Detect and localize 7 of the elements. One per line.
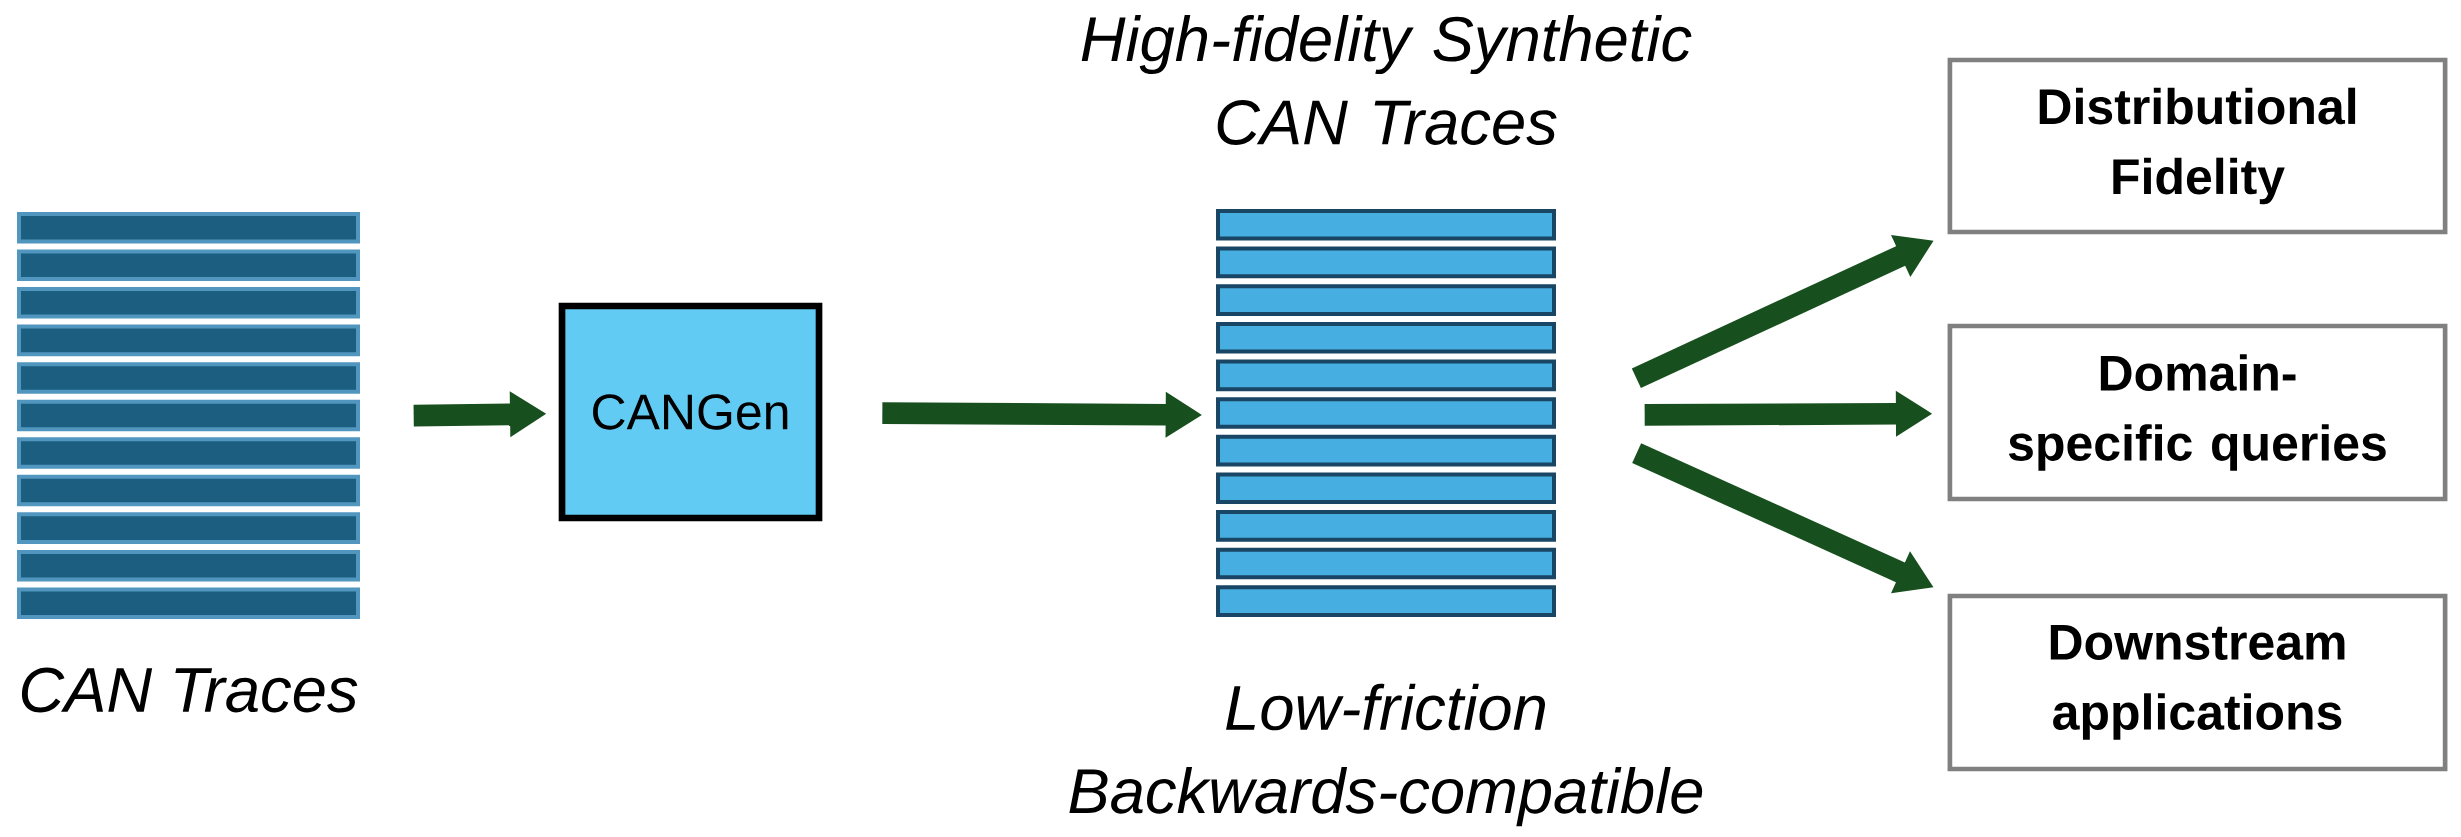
result-box: Distributional Fidelity	[1947, 57, 2448, 235]
result-box: Domain-specific queries	[1947, 323, 2448, 502]
caption-text: Low-friction Backwards-compatible	[1069, 683, 1703, 827]
process-box: CANGen	[558, 302, 823, 522]
caption-text: High-fidelity Synthetic CAN Traces	[1081, 15, 1692, 145]
result-box: Downstream applications	[1947, 593, 2448, 772]
caption-text: CAN Traces	[21, 667, 358, 713]
